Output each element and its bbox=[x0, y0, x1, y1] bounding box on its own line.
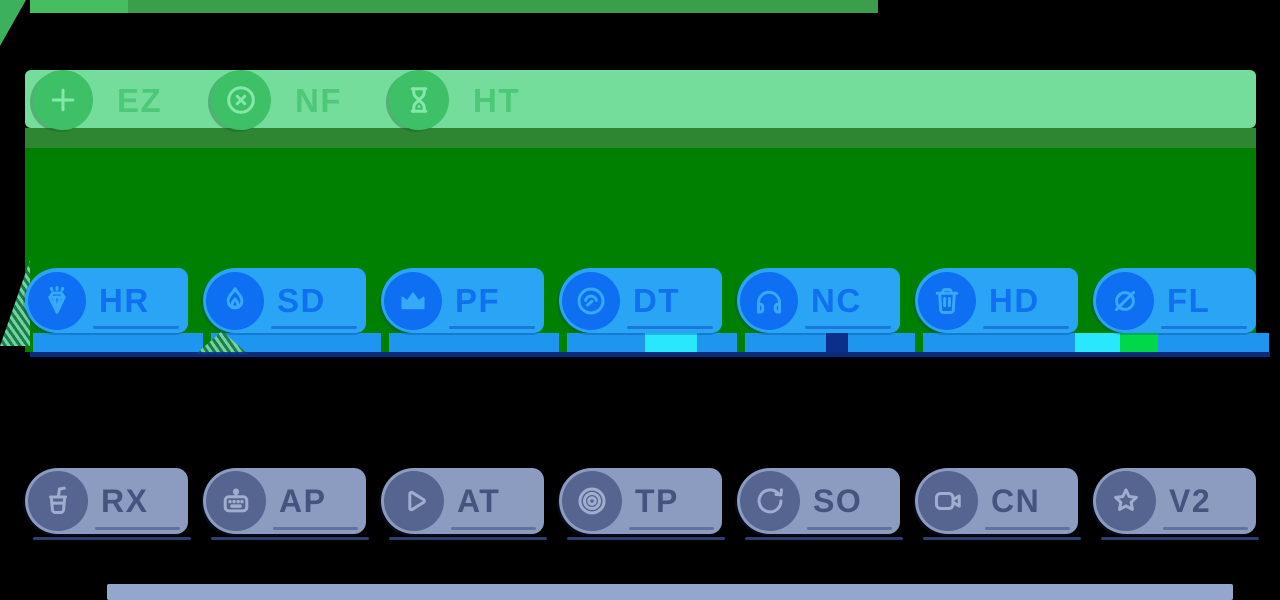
flame-icon bbox=[206, 271, 264, 330]
headphones-icon bbox=[740, 271, 798, 330]
target-icon bbox=[562, 471, 622, 531]
plus-icon bbox=[33, 70, 93, 130]
refresh-icon bbox=[740, 471, 800, 531]
chip-label: V2 bbox=[1169, 483, 1212, 519]
chip-fl[interactable]: FL bbox=[1093, 268, 1256, 333]
chip-at[interactable]: AT bbox=[381, 468, 544, 534]
gauge-icon bbox=[562, 271, 620, 330]
chip-underline bbox=[211, 537, 369, 540]
chip-so[interactable]: SO bbox=[737, 468, 900, 534]
chip-cn[interactable]: CN bbox=[915, 468, 1078, 534]
blue-understrip bbox=[211, 333, 381, 352]
chip-nc[interactable]: NC bbox=[737, 268, 900, 333]
green-patch-artifact bbox=[1120, 333, 1158, 352]
chip-v2[interactable]: V2 bbox=[1093, 468, 1256, 534]
hourglass-icon bbox=[389, 70, 449, 130]
green-toolbar-bar bbox=[25, 70, 1256, 128]
cyan-patch-artifact bbox=[1075, 333, 1120, 352]
chip-pf[interactable]: PF bbox=[381, 268, 544, 333]
chip-label: SO bbox=[813, 483, 863, 519]
chip-underline bbox=[567, 537, 725, 540]
chip-label: NC bbox=[811, 282, 862, 319]
chip-nf[interactable]: NF bbox=[211, 69, 342, 131]
cyan-patch-artifact bbox=[645, 333, 697, 352]
chip-ap[interactable]: AP bbox=[203, 468, 366, 534]
green-divider-strip bbox=[25, 128, 1256, 148]
video-camera-icon bbox=[918, 471, 978, 531]
chip-ht[interactable]: HT bbox=[389, 69, 520, 131]
chip-label: EZ bbox=[117, 81, 163, 119]
chip-label: AT bbox=[457, 483, 501, 519]
blue-understrip bbox=[389, 333, 559, 352]
chip-underline bbox=[33, 537, 191, 540]
chip-ez[interactable]: EZ bbox=[33, 69, 162, 131]
play-icon bbox=[384, 471, 444, 531]
chip-label: FL bbox=[1167, 282, 1211, 319]
chip-underline bbox=[389, 537, 547, 540]
chip-sd[interactable]: SD bbox=[203, 268, 366, 333]
close-circle-icon bbox=[211, 70, 271, 130]
chip-label: RX bbox=[101, 483, 149, 519]
top-green-bar bbox=[30, 0, 878, 13]
crown-icon bbox=[384, 271, 442, 330]
chip-dt[interactable]: DT bbox=[559, 268, 722, 333]
chip-tp[interactable]: TP bbox=[559, 468, 722, 534]
chip-hr[interactable]: HR bbox=[25, 268, 188, 333]
chip-label: CN bbox=[991, 483, 1041, 519]
star-icon bbox=[1096, 471, 1156, 531]
chip-underline bbox=[923, 537, 1081, 540]
chip-underline bbox=[745, 537, 903, 540]
blue-understrip bbox=[33, 333, 203, 352]
trash-icon bbox=[918, 271, 976, 330]
eye-off-icon bbox=[1096, 271, 1154, 330]
gem-icon bbox=[28, 271, 86, 330]
chip-label: PF bbox=[455, 282, 501, 319]
navy-patch-artifact bbox=[826, 333, 848, 352]
chip-underline bbox=[1101, 537, 1259, 540]
chip-label: NF bbox=[295, 81, 342, 119]
chip-label: DT bbox=[633, 282, 680, 319]
chip-label: TP bbox=[635, 483, 679, 519]
chip-label: AP bbox=[279, 483, 327, 519]
chip-label: HR bbox=[99, 282, 150, 319]
corner-wedge-artifact bbox=[0, 0, 26, 46]
blue-understrip bbox=[923, 333, 1093, 352]
bottom-slate-bar bbox=[107, 584, 1233, 600]
chip-label: HD bbox=[989, 282, 1040, 319]
chip-label: HT bbox=[473, 81, 520, 119]
chip-hd[interactable]: HD bbox=[915, 268, 1078, 333]
chip-label: SD bbox=[277, 282, 326, 319]
navy-underline bbox=[30, 352, 1270, 357]
chip-rx[interactable]: RX bbox=[25, 468, 188, 534]
drink-icon bbox=[28, 471, 88, 531]
keyboard-icon bbox=[206, 471, 266, 531]
